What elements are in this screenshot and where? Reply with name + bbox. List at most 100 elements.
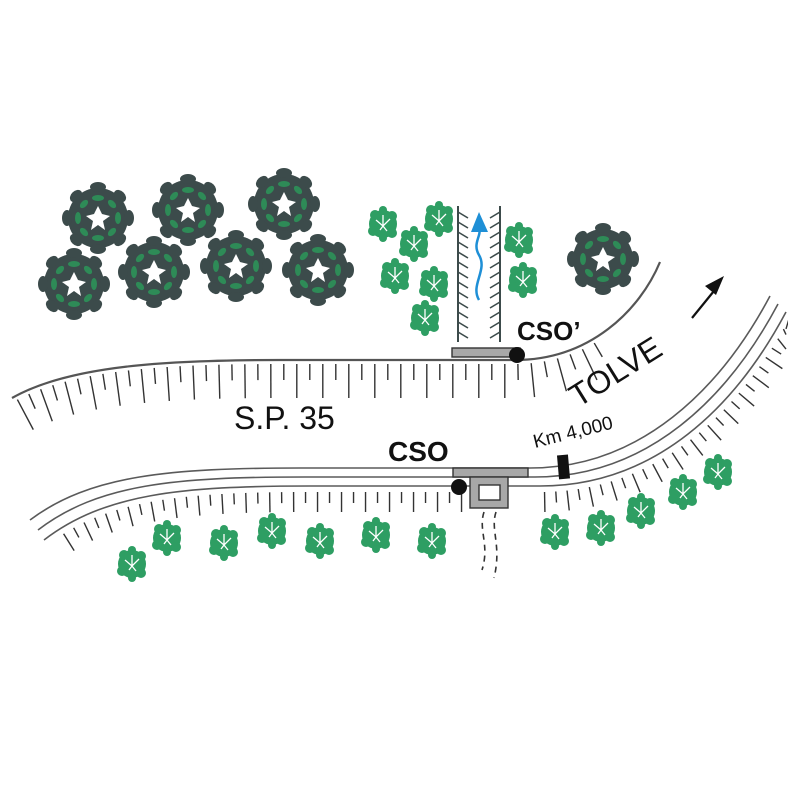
slope-tick [723,409,739,425]
slope-tick [489,251,501,259]
slope-tick [689,439,704,456]
slope-tick [671,452,684,470]
slope-tick [489,281,501,289]
slope-tick [489,321,501,329]
slope-tick [140,369,146,403]
slope-tick [771,347,782,355]
slope-tick [457,281,469,289]
slope-tick [457,331,469,339]
slope-tick [28,393,36,409]
slope-tick [138,503,143,515]
slope-tick [457,311,469,319]
slope-tick [185,496,189,508]
cso-label: CSO [388,436,449,467]
kilometre-post-icon [556,454,571,480]
slope-tick [39,389,53,422]
slope-tick [489,211,501,219]
slope-tick [73,527,80,538]
slope-tick [652,463,663,483]
slope-tick [205,365,208,382]
slope-tick [457,261,469,269]
slope-tick [489,241,501,249]
slope-tick [457,321,469,329]
shrub-icon [418,265,449,303]
slope-tick [457,231,469,239]
slope-tick [102,373,107,390]
shrub-icon [503,221,534,259]
slope-tick [785,319,788,330]
shrub-icon [360,516,391,554]
lower-slope-hatching [62,492,463,552]
shrub-icon [667,473,698,511]
overflow-chamber-icon [451,347,525,363]
slope-tick [555,491,558,503]
slope-tick [127,370,131,387]
slope-tick [489,261,501,269]
shrub-icon [256,512,287,550]
slope-tick [698,432,707,442]
slope-tick [566,490,570,511]
slope-tick [489,231,501,239]
slope-tick [127,506,134,527]
slope-tick [457,221,469,229]
slope-tick [52,384,59,401]
slope-tick [83,522,94,541]
slope-tick [731,401,741,410]
slope-tick [588,486,595,507]
shrub-icon [116,545,147,583]
water-flow-icon [475,227,483,301]
tree-icon [152,174,224,246]
slope-tick [179,366,182,383]
road-lower-edges [29,295,787,541]
slope-tick [738,392,755,407]
slope-tick [16,399,34,430]
shrub-icon [539,513,570,551]
slope-tick [457,271,469,279]
shrub-icon [409,299,440,337]
shrub-icon [398,225,429,263]
slope-tick [457,301,469,309]
slope-tick [89,375,98,410]
shrub-icon [702,453,733,491]
shrub-group-lower [116,453,733,583]
shrub-icon [625,492,656,530]
slope-tick [192,365,196,400]
slope-tick [599,484,604,496]
slope-tick [530,363,536,398]
slope-tick [765,356,783,370]
tree-icon [62,182,134,254]
road-label: S.P. 35 [234,400,335,436]
drainage-channel [457,206,501,342]
shrub-icon [304,522,335,560]
slope-tick [209,494,212,506]
shrub-group-upper [367,200,538,337]
tree-icon [248,168,320,240]
shrub-icon [208,524,239,562]
slope-tick [556,358,568,392]
arrow-northeast-icon [691,276,724,319]
tree-icon [282,234,354,306]
upper-slope-hatching [16,342,603,430]
slope-tick [489,331,501,339]
slope-tick [114,371,121,406]
large-tree-group [38,168,639,320]
slope-tick [94,517,100,529]
shrub-icon [367,205,398,243]
slope-tick [150,501,156,522]
shrub-icon [379,257,410,295]
tree-icon [200,230,272,302]
slope-tick [218,364,221,399]
slope-tick [621,477,627,489]
slope-tick [489,291,501,299]
slope-tick [707,424,722,441]
slope-tick [759,366,769,374]
slope-tick [631,473,641,493]
shrub-icon [507,261,538,299]
slope-tick [569,354,577,370]
slope-tick [662,458,669,469]
slope-tick [577,488,581,501]
road-upper-edge [11,261,662,399]
slope-tick [166,366,171,401]
tree-icon [38,248,110,320]
slope-tick [197,495,201,516]
